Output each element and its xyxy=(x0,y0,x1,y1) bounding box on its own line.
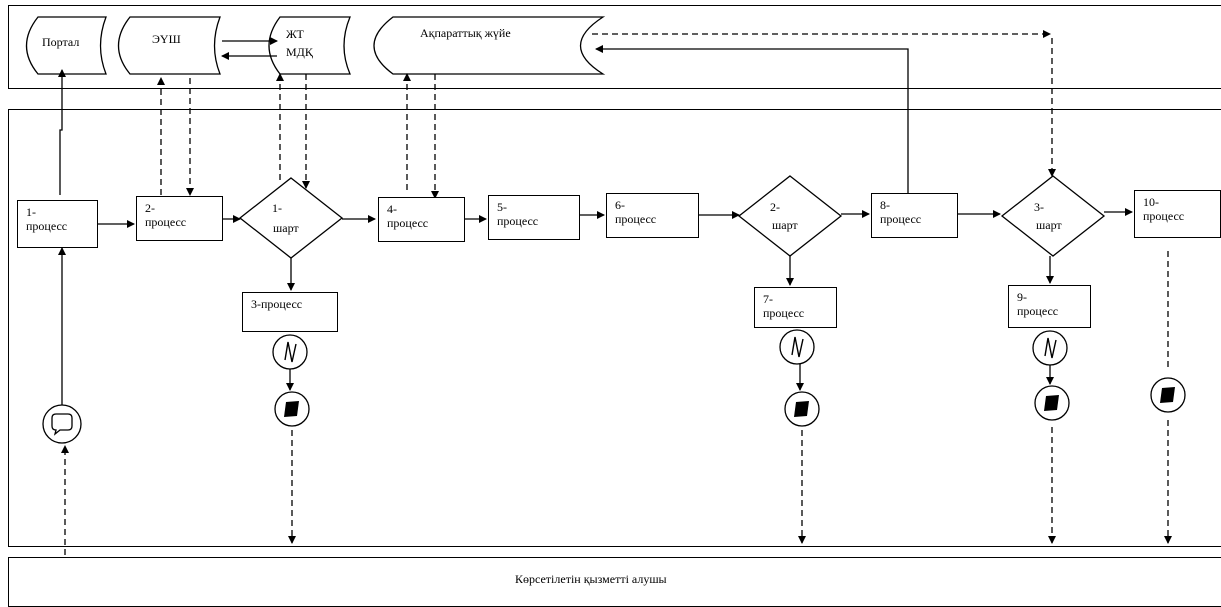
euhsh-label: ЭҮШ xyxy=(152,32,181,46)
process-10: 10-процесс xyxy=(1134,190,1221,238)
process-7: 7-процесс xyxy=(754,287,837,328)
decision-1-label-a: 1- xyxy=(272,201,282,215)
decision-3-label-a: 3- xyxy=(1034,200,1044,214)
process-4: 4-процесс xyxy=(378,197,465,242)
zht-mdk-label-line1: ЖТ xyxy=(286,27,305,41)
process-lane xyxy=(8,109,1221,547)
process-3: 3-процесс xyxy=(242,292,338,332)
signature-glyph-3 xyxy=(1044,337,1057,359)
process-1: 1-процесс xyxy=(17,200,98,248)
signature-glyph-2 xyxy=(791,336,804,358)
process-1-label: 1-процесс xyxy=(26,205,68,233)
portal-shape xyxy=(25,16,107,75)
process-9: 9-процесс xyxy=(1008,285,1091,328)
decision-2-shape xyxy=(737,175,843,257)
zht-mdk-shape xyxy=(268,16,351,75)
systems-lane xyxy=(8,5,1221,89)
process-9-label: 9-процесс xyxy=(1017,290,1059,318)
decision-1-shape xyxy=(238,177,344,259)
process-2-label: 2-процесс xyxy=(145,201,187,229)
doc-glyph-1 xyxy=(284,401,299,417)
process-7-label: 7-процесс xyxy=(763,292,805,320)
signature-glyph-1 xyxy=(284,341,297,363)
decision-3-label-b: шарт xyxy=(1036,218,1062,232)
process-6-label: 6-процесс xyxy=(615,198,657,226)
decision-2-label-b: шарт xyxy=(772,218,798,232)
doc-glyph-4 xyxy=(1160,387,1175,403)
message-icon-circle xyxy=(42,404,82,444)
process-4-label: 4-процесс xyxy=(387,202,429,230)
recipient-label: Көрсетілетін қызметті алушы xyxy=(515,572,667,586)
process-5-label: 5-процесс xyxy=(497,200,539,228)
info-system-label: Ақпараттық жүйе xyxy=(420,26,511,40)
decision-2-label-a: 2- xyxy=(770,200,780,214)
euhsh-shape xyxy=(117,16,221,75)
decision-1-label-b: шарт xyxy=(273,221,299,235)
doc-glyph-3 xyxy=(1044,395,1059,411)
info-system-shape xyxy=(373,16,606,75)
portal-label: Портал xyxy=(42,35,79,49)
decision-3-shape xyxy=(1000,175,1106,257)
process-5: 5-процесс xyxy=(488,195,580,240)
speech-bubble-icon xyxy=(51,413,73,436)
process-3-label: 3-процесс xyxy=(251,297,303,311)
process-6: 6-процесс xyxy=(606,193,699,238)
process-8: 8-процесс xyxy=(871,193,958,238)
process-8-label: 8-процесс xyxy=(880,198,922,226)
process-10-label: 10-процесс xyxy=(1143,195,1185,223)
process-2: 2-процесс xyxy=(136,196,223,241)
zht-mdk-label-line2: МДҚ xyxy=(286,45,314,59)
doc-glyph-2 xyxy=(794,401,809,417)
